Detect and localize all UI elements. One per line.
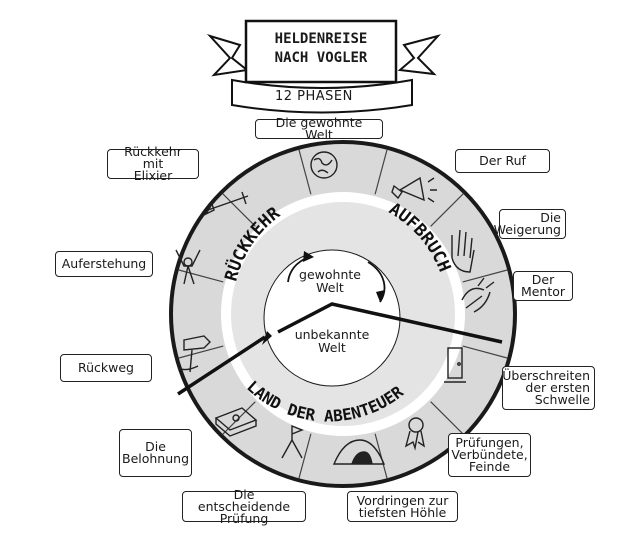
- threshold-line: [177, 302, 503, 396]
- phase-label-1: Die gewohnte Welt: [255, 116, 383, 141]
- segment-divider: [222, 193, 256, 227]
- diagram-subtitle: 12 PHASEN: [275, 89, 353, 104]
- phase-label-8: Die entscheidende Prüfung: [182, 488, 306, 524]
- segment-divider: [462, 345, 508, 359]
- phase-label-6: Prüfungen, Verbündete, Feinde: [448, 433, 531, 477]
- segment-divider: [374, 149, 388, 195]
- banner-ribbon-right: [397, 34, 442, 76]
- phase-label-4: Der Mentor: [513, 271, 573, 301]
- banner-ribbon-left: [206, 34, 250, 77]
- phase-label-2: Der Ruf: [455, 149, 550, 173]
- phase-label-9: Die Belohnung: [119, 429, 192, 477]
- threshold-arrow-icon: [262, 331, 272, 345]
- phase-label-3: Die Weigerung: [494, 209, 566, 239]
- phase-label-11: Auferstehung: [55, 251, 153, 277]
- title-plaque: [244, 19, 398, 84]
- door-icon: [444, 347, 466, 383]
- segment-divider: [430, 401, 464, 435]
- globe-icon: [310, 151, 338, 179]
- cycle-arrowhead-right-icon: [376, 290, 385, 302]
- phase-icons: [175, 151, 495, 465]
- mentor-hand-icon: [461, 277, 495, 313]
- signpost-icon: [177, 335, 211, 373]
- segment-divider: [430, 193, 464, 227]
- phase-label-7: Vordringen zur tiefsten Höhle: [347, 491, 458, 522]
- summit-flag-icon: [281, 424, 304, 459]
- segment-divider: [178, 345, 224, 359]
- phase-label-5: Überschreiten der ersten Schwelle: [502, 366, 595, 410]
- raised-hand-icon: [451, 229, 475, 273]
- cycle-arrowhead-left-icon: [303, 251, 314, 262]
- segment-divider: [462, 269, 508, 283]
- inner-known-world: gewohnte Welt: [299, 267, 361, 295]
- inner-unknown-world: unbekannte Welt: [294, 327, 370, 355]
- cave-icon: [332, 439, 386, 465]
- money-stack-icon: [214, 407, 258, 437]
- sword-icon: [204, 191, 249, 216]
- phase-label-12: Rückkehr mit Elixier: [107, 145, 199, 182]
- segment-divider: [298, 149, 312, 195]
- diagram-title: HELDENREISE NACH VOGLER: [274, 31, 368, 66]
- segment-divider: [374, 433, 388, 479]
- cycle-arrow-right: [367, 261, 386, 303]
- banner-scroll: [231, 78, 413, 114]
- megaphone-icon: [391, 176, 437, 203]
- rising-figure-icon: [175, 249, 201, 285]
- phase-label-10: Rückweg: [60, 354, 152, 382]
- medal-icon: [404, 417, 426, 451]
- segment-dividers: [178, 149, 508, 479]
- segment-divider: [298, 433, 312, 479]
